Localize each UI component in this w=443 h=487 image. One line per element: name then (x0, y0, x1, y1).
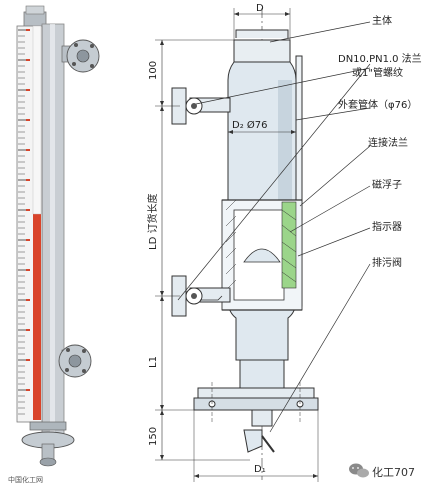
scale-mark (26, 29, 30, 31)
label-flange-spec: DN10.PN1.0 法兰 (338, 52, 422, 65)
label-drain-valve: 排污阀 (372, 256, 402, 269)
scale-mark (26, 359, 30, 361)
watermark-left: 中国化工网 (8, 475, 43, 484)
scale-mark (26, 209, 30, 211)
technical-drawing (155, 8, 371, 482)
label-outer-tube: 外套管体（φ76） (338, 98, 417, 111)
scale-mark (26, 149, 30, 151)
scale-mark (26, 389, 30, 391)
upper-process-flange (61, 39, 100, 73)
dim-d1: D₁ (254, 464, 266, 475)
dim-150: 150 (148, 427, 159, 446)
wechat-icon (349, 463, 369, 478)
watermark-right: 化工707 (349, 463, 415, 479)
scale-mark (26, 239, 30, 241)
component-labels: 主体 DN10.PN1.0 法兰 或1"管螺纹 外套管体（φ76） 连接法兰 磁… (338, 15, 422, 269)
upper-side-flange (171, 87, 231, 125)
bottom-flange (193, 382, 319, 424)
scale-mark (26, 89, 30, 91)
scale-mark (26, 179, 30, 181)
drain-valve (243, 409, 275, 453)
dim-l1: L1 (148, 356, 159, 368)
label-connect-flange: 连接法兰 (368, 136, 408, 149)
scale-mark (26, 119, 30, 121)
magnetic-float-green (281, 201, 297, 289)
scale-mark (26, 299, 30, 301)
label-main-body: 主体 (372, 15, 392, 27)
lower-neck (239, 359, 285, 389)
dimension-labels: D D₂ Ø76 100 LD 订货长度 L1 150 D₁ (146, 3, 267, 475)
dim-d-top: D (256, 3, 264, 14)
bottom-drain-flange (21, 421, 75, 467)
dim-ld: LD 订货长度 (146, 194, 159, 250)
lower-side-flange (171, 275, 231, 317)
gauge-photo (16, 5, 100, 467)
lower-process-flange (58, 344, 92, 378)
float-dome (243, 248, 281, 263)
gauge-indicator-red (33, 214, 41, 420)
watermark-left-text: 中国化工网 (8, 475, 43, 484)
watermark-right-text: 化工707 (372, 465, 415, 479)
label-magnetic-float: 磁浮子 (372, 178, 402, 191)
dim-d2: D₂ Ø76 (232, 119, 267, 131)
label-indicator: 指示器 (372, 220, 402, 233)
top-cap (235, 29, 289, 38)
gauge-ticks (18, 29, 30, 415)
scale-mark (26, 269, 30, 271)
leader-lines (177, 21, 371, 433)
scale-mark (26, 59, 30, 61)
dim-100: 100 (148, 61, 159, 80)
label-flange-alt: 或1"管螺纹 (352, 66, 403, 79)
scale-mark (26, 329, 30, 331)
